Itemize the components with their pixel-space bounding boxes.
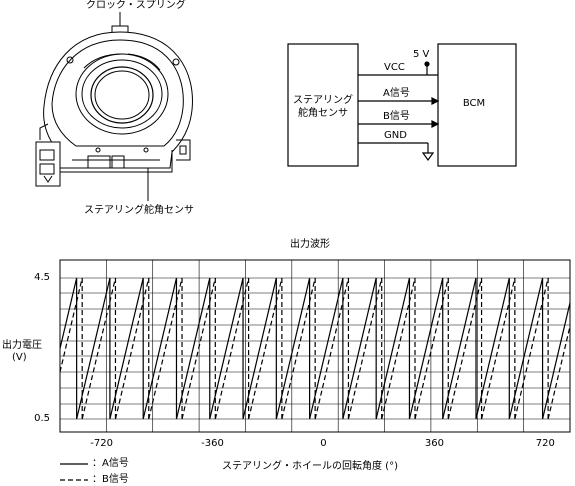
series-b-ramp [281, 277, 316, 420]
legend-a-label: ：A信号 [92, 458, 129, 469]
series-b-ramp [514, 277, 549, 420]
x-tick-label: -360 [201, 438, 224, 449]
b-signal-label: B信号 [383, 111, 410, 122]
bcm-box [437, 43, 517, 167]
series-a-ramp [242, 277, 277, 420]
sensor-box [287, 43, 359, 167]
series-a-ramp [59, 277, 78, 349]
vcc-label: VCC [384, 62, 405, 73]
bcm-label: BCM [462, 98, 486, 109]
series-b-ramp [181, 277, 216, 420]
series-a-ramp [175, 277, 211, 420]
series-a-ramp [375, 277, 411, 420]
series-b-signal [59, 277, 571, 420]
series-a-ramp [342, 277, 377, 420]
x-tick-label: 0 [320, 438, 327, 449]
series-a-ramp [508, 277, 544, 420]
series-a-ramp [408, 277, 444, 420]
series-a-ramp [309, 277, 344, 420]
series-a-ramp [209, 277, 244, 420]
series-a-ramp [442, 277, 477, 420]
series-b-ramp [114, 277, 150, 420]
voltage-label: 5 V [413, 49, 430, 60]
sensor-box-label: ステアリング 舵角センサ [293, 95, 353, 119]
clock-spring-label: クロック・スプリング [86, 0, 186, 11]
plot-frame [59, 259, 571, 433]
series-a-ramp [541, 302, 571, 420]
series-b-ramp [414, 277, 449, 420]
y-tick-bottom: 0.5 [34, 413, 50, 424]
series-b-ramp [447, 277, 483, 420]
series-a-ramp [142, 277, 178, 420]
x-tick-label: -720 [90, 438, 113, 449]
series-b-ramp [480, 277, 516, 420]
y-tick-top: 4.5 [34, 272, 50, 283]
series-b-ramp [314, 277, 350, 420]
series-b-ramp [214, 277, 250, 420]
series-a-ramp [76, 277, 111, 420]
a-signal-label: A信号 [383, 88, 410, 99]
series-b-ramp [381, 277, 416, 420]
series-b-ramp [248, 277, 283, 420]
gnd-label: GND [384, 130, 407, 141]
steering-angle-sensor-label: ステアリング舵角センサ [84, 205, 194, 216]
y-axis-label: 出力電圧 (V) [2, 340, 42, 363]
x-tick-label: 360 [424, 438, 444, 449]
series-a-ramp [109, 277, 144, 420]
series-b-ramp [347, 277, 383, 420]
x-tick-label: 720 [535, 438, 555, 449]
series-b-ramp [59, 277, 83, 373]
x-axis-label: ステアリング・ホイールの回転角度 (°) [222, 461, 398, 472]
series-a-ramp [275, 277, 311, 420]
series-a-ramp [475, 277, 510, 420]
legend-b-label: ：B信号 [92, 474, 129, 485]
chart-title: 出力波形 [290, 239, 330, 250]
series-b-ramp [81, 277, 117, 420]
series-b-ramp [148, 277, 183, 420]
